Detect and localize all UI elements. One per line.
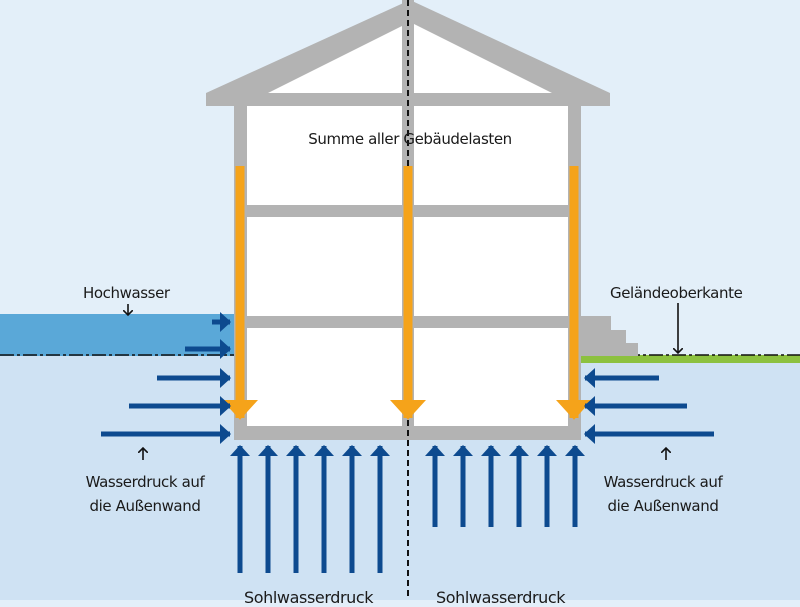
building-load-arrows <box>222 166 592 420</box>
flood-label: Hochwasser <box>83 284 170 302</box>
wall-pressure-left-line2: die Außenwand <box>89 497 201 515</box>
base-pressure-left-label: Sohlwasserdruck <box>244 588 374 607</box>
exterior-steps <box>581 316 638 356</box>
base-pressure-right-label: Sohlwasserdruck <box>436 588 566 607</box>
building-loads-label: Summe aller Gebäudelasten <box>308 130 512 148</box>
wall-pressure-right-label: Wasserdruck auf die Außenwand <box>578 470 748 518</box>
ground-level-label: Geländeoberkante <box>610 284 743 302</box>
wall-pressure-left-line1: Wasserdruck auf <box>85 473 205 491</box>
grass-strip <box>580 355 800 363</box>
wall-pressure-right-line1: Wasserdruck auf <box>603 473 723 491</box>
wall-pressure-right-line2: die Außenwand <box>607 497 719 515</box>
wall-pressure-left-label: Wasserdruck auf die Außenwand <box>60 470 230 518</box>
water-pressure-arrows <box>101 312 714 573</box>
